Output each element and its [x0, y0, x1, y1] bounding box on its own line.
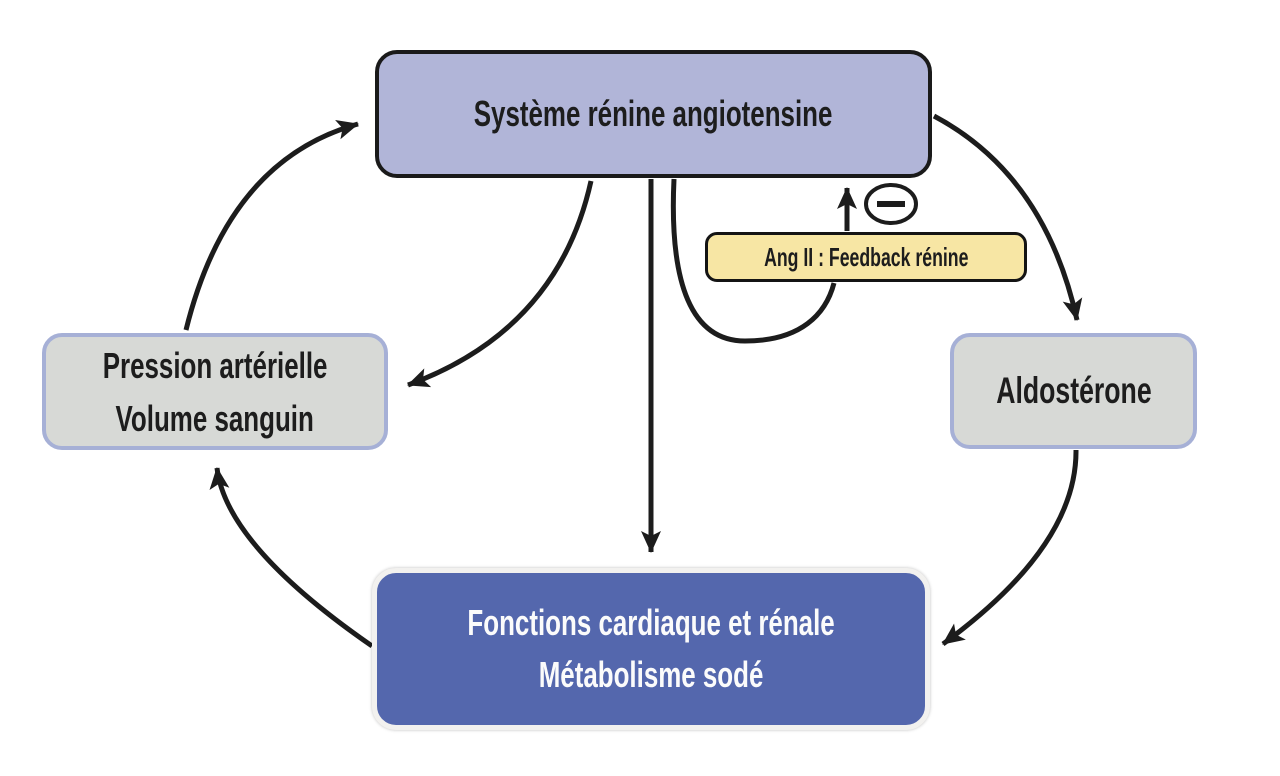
arrow-fonctions-to-pression [209, 467, 374, 649]
fonctions-label-line-1: Fonctions cardiaque et rénale [467, 602, 835, 643]
negative-feedback-icon [864, 183, 918, 225]
pression-label-line-2: Volume sanguin [115, 397, 315, 439]
aldosterone-label: Aldostérone [995, 370, 1152, 411]
feedback-label: Ang II : Feedback rénine [763, 241, 969, 272]
fonctions-label-line-2: Métabolisme sodé [538, 654, 764, 695]
arrow-aldosterone-to-fonctions [941, 449, 1079, 647]
pression-label-line-1: Pression artérielle [102, 344, 328, 386]
node-aldosterone: Aldostérone [950, 333, 1197, 449]
node-systeme-renine-angiotensine: Système rénine angiotensine [375, 50, 932, 178]
sra-label: Système rénine angiotensine [474, 93, 833, 134]
arrow-pression-to-sra [183, 119, 359, 331]
node-ang-ii-feedback-renine: Ang II : Feedback rénine [705, 232, 1027, 282]
arrow-sra-to-pression [407, 180, 594, 388]
node-pression-arterielle-volume-sanguin: Pression artérielle Volume sanguin [42, 333, 388, 450]
arrow-sra-to-aldosterone [932, 113, 1083, 321]
node-fonctions-cardiaque-renale: Fonctions cardiaque et rénale Métabolism… [372, 568, 930, 730]
curve-sra-to-feedback [670, 178, 837, 344]
